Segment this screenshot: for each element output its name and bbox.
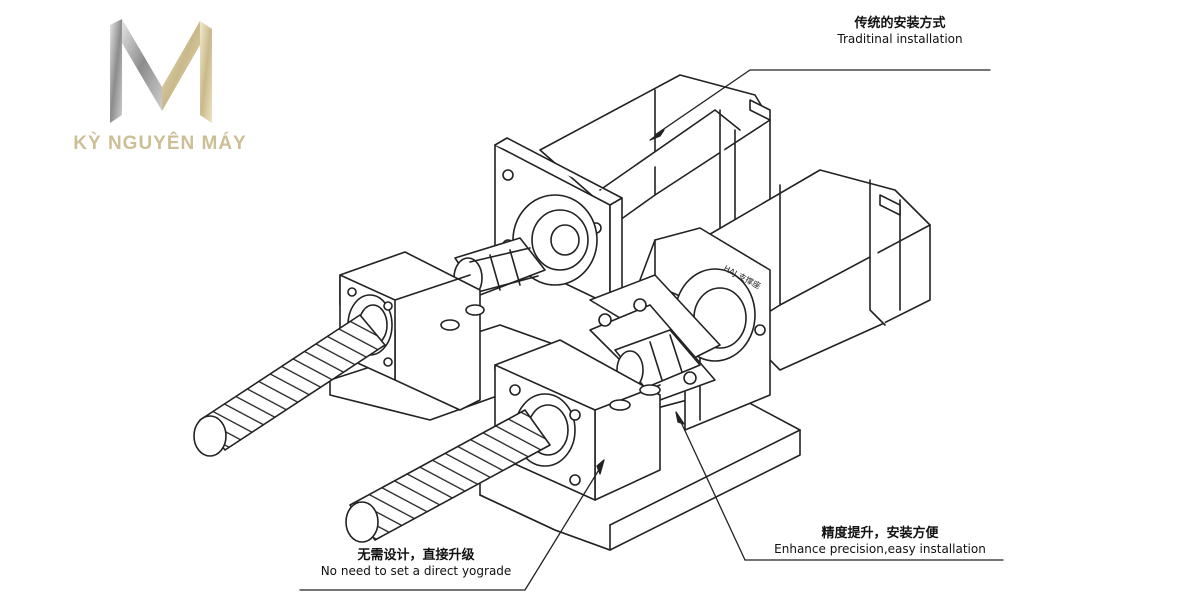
new-ball-screw [345, 409, 551, 543]
new-coupling [614, 329, 701, 390]
callout-enhance-zh: 精度提升，安装方便 [821, 526, 939, 541]
brand-logo: KỲ NGUYÊN MÁY [40, 15, 280, 165]
m-logo-icon [110, 19, 212, 123]
traditional-ball-screw [193, 314, 386, 457]
leader-lines [299, 69, 1004, 591]
callout-enhance-precision: 精度提升，安装方便 Enhance precision,easy install… [750, 526, 1010, 557]
brand-name: KỲ NGUYÊN MÁY [73, 133, 247, 154]
callout-traditional-installation: 传统的安装方式 Traditinal installation [800, 16, 1000, 47]
callout-no-need-design: 无需设计，直接升级 No need to set a direct yograd… [296, 548, 536, 579]
callout-traditional-zh: 传统的安装方式 [854, 16, 946, 31]
callout-traditional-en: Traditinal installation [837, 32, 963, 47]
new-support-block [494, 339, 661, 501]
callout-noneed-zh: 无需设计，直接升级 [357, 548, 475, 563]
traditional-motor [494, 74, 771, 306]
callout-enhance-en: Enhance precision,easy installation [774, 542, 986, 557]
callout-noneed-en: No need to set a direct yograde [320, 564, 512, 579]
